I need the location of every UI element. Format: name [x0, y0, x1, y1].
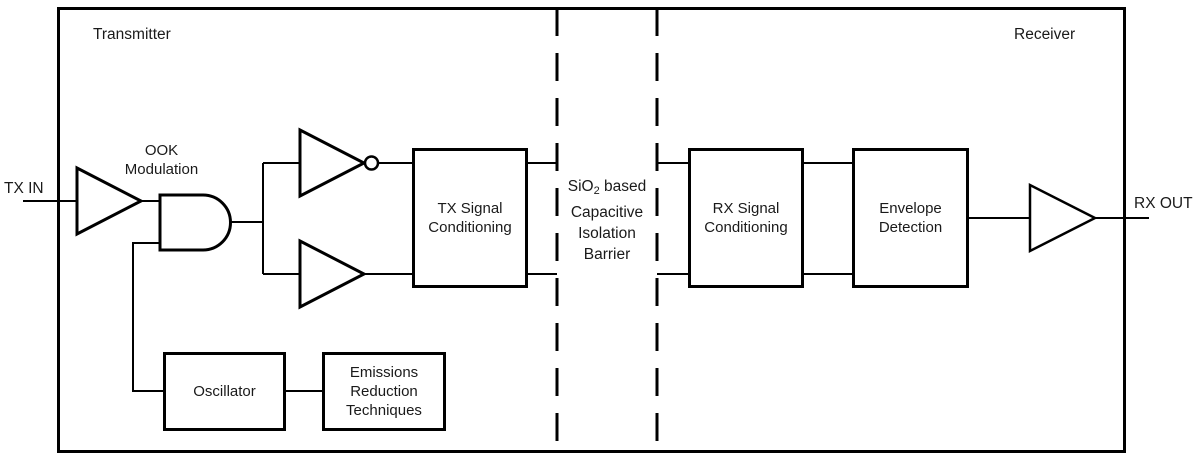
isolation-barrier-line2: Capacitive [570, 204, 644, 221]
isolation-barrier-line1: SiO2 based [549, 176, 665, 202]
output-buffer-icon [1028, 182, 1098, 254]
rx-signal-conditioning-block: RX Signal Conditioning [688, 148, 804, 288]
inverter-icon [298, 127, 368, 199]
ook-modulation-line1: OOK [144, 142, 179, 159]
branch-buffer-icon [298, 238, 368, 310]
tx-signal-conditioning-block: TX Signal Conditioning [412, 148, 528, 288]
oscillator-label: Oscillator [193, 383, 256, 400]
ook-modulation-line2: Modulation [124, 161, 199, 178]
chip-boundary [57, 7, 1126, 453]
sio-subscript: 2 [593, 185, 600, 197]
and-gate-icon [158, 193, 232, 252]
emissions-reduction-block: Emissions Reduction Techniques [322, 352, 446, 431]
envelope-detection-block: Envelope Detection [852, 148, 969, 288]
isolation-barrier-line3: Isolation [578, 225, 636, 242]
tx-signal-conditioning-label: TX Signal Conditioning [428, 200, 512, 236]
isolation-barrier-line4: Barrier [583, 246, 631, 263]
input-buffer-icon [75, 165, 145, 237]
oscillator-block: Oscillator [163, 352, 286, 431]
tx-in-port-label: TX IN [4, 180, 44, 197]
rx-out-port-label: RX OUT [1134, 195, 1193, 212]
inverter-bubble-icon [363, 155, 380, 171]
rx-signal-conditioning-label: RX Signal Conditioning [704, 200, 788, 236]
isolation-barrier-label: SiO2 based Capacitive Isolation Barrier [549, 176, 665, 265]
sio-text: SiO [567, 178, 594, 195]
receiver-region-label: Receiver [1014, 26, 1076, 43]
based-text: based [599, 178, 647, 195]
ook-modulation-label: OOK Modulation [111, 141, 212, 179]
emissions-reduction-label: Emissions Reduction Techniques [346, 364, 422, 419]
oscillator-to-and-wire [132, 242, 163, 392]
transmitter-region-label: Transmitter [93, 26, 171, 43]
envelope-detection-label: Envelope Detection [878, 200, 943, 236]
